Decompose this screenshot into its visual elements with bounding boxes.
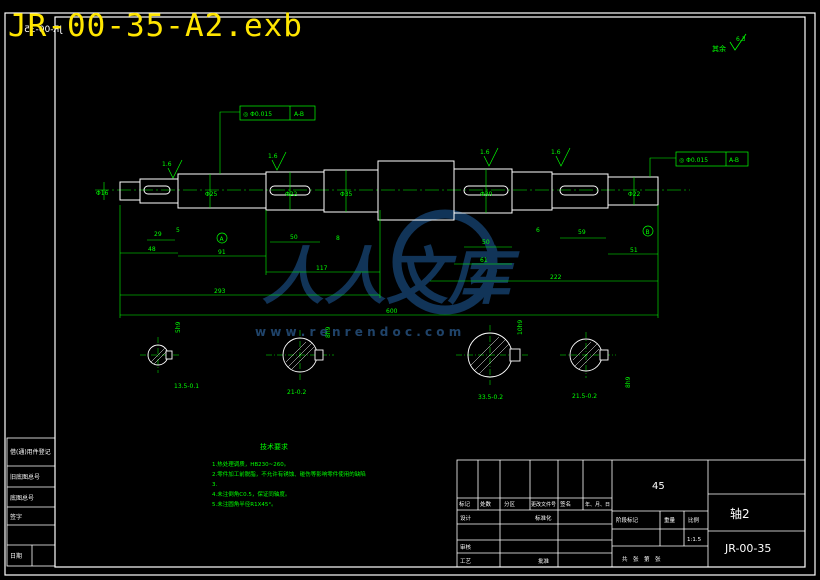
left-strip (6, 437, 56, 567)
stage-label: 阶段标记 (616, 516, 639, 524)
section-dim: 5h9 (175, 321, 182, 333)
dim-text: Φ22 (628, 191, 641, 198)
title-block (456, 459, 806, 568)
drawing-border (54, 16, 806, 568)
tolerance-ref: A-B (294, 111, 304, 118)
dim-text: 6 (536, 227, 540, 234)
part-name: 轴2 (730, 506, 750, 521)
watermark: 人人文库 w w w . r e n r e n d o c . c o m (255, 209, 520, 339)
roughness-note: 其余 (712, 44, 726, 53)
tech-title: 技术要求 (260, 442, 288, 451)
approve-label: 批准 (538, 557, 550, 565)
sheet-frame (4, 12, 816, 576)
section-dim: 8h9 (325, 326, 332, 338)
sheets-label: 共 张 第 张 (622, 555, 661, 563)
section-dim: 13.5-0.1 (174, 383, 199, 390)
left-strip-item: 底图总号 (10, 494, 34, 502)
tolerance-frame-right: ◎ Φ0.015 A-B (675, 151, 749, 167)
dim-text: Φ16 (96, 190, 109, 197)
dim-text: 293 (214, 288, 226, 295)
dim-text: 600 (386, 308, 398, 315)
left-strip-item: 签字 (10, 513, 22, 521)
roughness-label: 1.6 (480, 149, 490, 156)
section-dim: 10h9 (517, 320, 524, 335)
watermark-url: w w w . r e n r e n d o c . c o m (255, 325, 461, 339)
tech-line: 2.零件加工前脱脂，不允许有锈蚀、碰伤等影响零件使用的缺陷 (212, 470, 366, 478)
scale-value: 1:1.5 (687, 537, 702, 543)
datum-b-label: B (646, 229, 650, 236)
dim-text: Φ22 (285, 191, 298, 198)
review-label: 审核 (460, 543, 472, 551)
drawing-number: JR-00-35 (724, 542, 771, 555)
left-strip-item: 借(通)用件登记 (10, 448, 51, 456)
tolerance-ref: A-B (729, 157, 739, 164)
title-row-label: 更改文件号 (531, 501, 556, 508)
section-dim: 21.5-0.2 (572, 393, 597, 400)
roughness-value: 6.3 (736, 36, 746, 43)
left-strip-item: 旧底图总号 (10, 473, 40, 481)
roughness-symbol-icon (729, 33, 747, 51)
process-label: 工艺 (460, 558, 472, 565)
roughness-label: 1.6 (268, 153, 278, 160)
dim-text: 29 (154, 231, 162, 238)
ratio-label: 比例 (688, 516, 700, 524)
tolerance-value: ◎ Φ0.015 (243, 111, 272, 118)
datum-a-icon (216, 232, 228, 244)
weight-label: 重量 (664, 516, 676, 524)
title-row-label: 处数 (480, 500, 492, 508)
tech-line: 3. (212, 482, 217, 488)
dim-text: 5 (176, 227, 180, 234)
dim-text: 117 (316, 265, 328, 272)
tech-line: 4.未注倒角C0.5，保证同轴度。 (212, 490, 290, 498)
roughness-label: 1.6 (162, 161, 172, 168)
section-dim: 33.5-0.2 (478, 394, 503, 401)
tolerance-frame-left: ◎ Φ0.015 A-B (239, 105, 316, 121)
dim-text: 222 (550, 274, 562, 281)
watermark-text: 人人文库 (262, 240, 520, 313)
design-label: 设计 (460, 514, 472, 522)
dim-text: 59 (578, 229, 586, 236)
dimension-lines (103, 111, 676, 318)
shaft-profile (119, 160, 659, 221)
file-title: JR-00-35-A2.exb (8, 8, 303, 44)
title-row-label: 标记 (459, 500, 471, 508)
dim-text: Φ25 (205, 191, 218, 198)
datum-a-label: A (220, 236, 225, 243)
roughness-symbol-icon (167, 147, 571, 179)
title-row-label: 分区 (504, 500, 516, 508)
dim-text: 91 (218, 249, 226, 256)
tech-line: 5.未注圆角半径R1X45°。 (212, 500, 277, 508)
datum-b-icon (642, 225, 654, 237)
tolerance-value: ◎ Φ0.015 (679, 157, 708, 164)
dim-text: 51 (630, 247, 638, 254)
title-row-label: 签名 (560, 500, 571, 508)
tech-line: 1.热处理调质，HB230~260。 (212, 460, 289, 468)
dim-text: 48 (148, 246, 156, 253)
left-strip-item: 日期 (10, 552, 22, 560)
title-row-label: 年、月、日 (585, 501, 610, 508)
standard-label: 标准化 (535, 514, 552, 522)
dim-text: 8 (336, 235, 340, 242)
dim-text: 50 (290, 234, 298, 241)
section-dim: 21-0.2 (287, 389, 307, 396)
roughness-label: 1.6 (551, 149, 561, 156)
material: 45 (652, 481, 665, 492)
dim-text: Φ35 (340, 191, 353, 198)
dim-text: 50 (482, 239, 490, 246)
section-dim: 8h9 (625, 376, 632, 388)
dim-text: 61 (480, 257, 488, 264)
mirrored-code: JR-00-35 (24, 25, 63, 35)
dim-text: Φ30 (480, 191, 493, 198)
section-hatching (150, 336, 600, 375)
section-keyways (165, 348, 609, 362)
